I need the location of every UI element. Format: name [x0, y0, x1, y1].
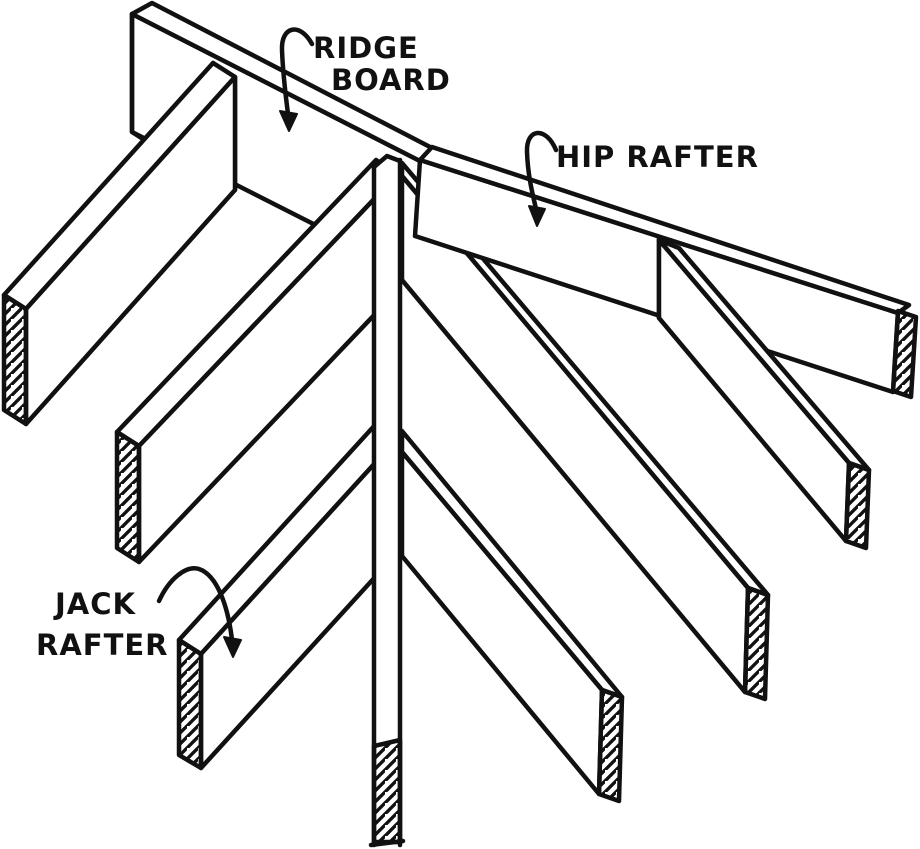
foreground-hip-body	[374, 156, 400, 845]
jack-hatched-end	[176, 637, 204, 771]
jack-hatched-end	[742, 585, 771, 702]
jack-rafter-left-1	[1, 60, 238, 427]
jack-rafter-right-1	[656, 235, 872, 551]
jack-rafter-arrow-curve	[156, 566, 235, 643]
jack-rafter-label-line1: JACK	[53, 587, 137, 621]
ridge-board-arrowhead-icon	[279, 110, 298, 132]
hip-rafter-callout: HIP RAFTER	[524, 130, 759, 227]
hip-rafter-label: HIP RAFTER	[556, 140, 759, 174]
ridge-board-arrow-curve	[279, 27, 315, 117]
foreground-hip-rafter	[368, 153, 406, 848]
hip-rafter-arrow-curve	[524, 130, 559, 212]
foreground-hip-hatched-end	[371, 737, 403, 845]
foreground-hip-top-cut	[371, 153, 403, 170]
foreground-hip-foot-line	[368, 838, 406, 848]
jack-side-face	[399, 449, 605, 797]
jack-hatched-end	[596, 687, 625, 804]
jack-hatched-end	[114, 429, 142, 565]
jack-rafter-left-2	[114, 157, 401, 565]
hip-rafter-hatched-end	[890, 308, 919, 400]
ridge-board-label-line2: BOARD	[331, 63, 451, 97]
ridge-board-end-cut	[129, 11, 146, 142]
jack-rafter-arrowhead-icon	[223, 636, 242, 658]
hip-rafter-arrowhead-icon	[528, 205, 546, 227]
ridge-board-callout: RIDGE BOARD	[279, 27, 451, 132]
jack-rafter-right-3	[399, 428, 625, 804]
jack-rafter-label-line2: RAFTER	[36, 628, 169, 662]
jack-hatched-end	[843, 460, 872, 551]
jack-hatched-end	[1, 292, 29, 427]
ridge-board-label-line1: RIDGE	[313, 31, 419, 65]
jack-rafter-right-2	[399, 160, 771, 702]
jack-rafter-callout: JACK RAFTER	[36, 566, 242, 662]
